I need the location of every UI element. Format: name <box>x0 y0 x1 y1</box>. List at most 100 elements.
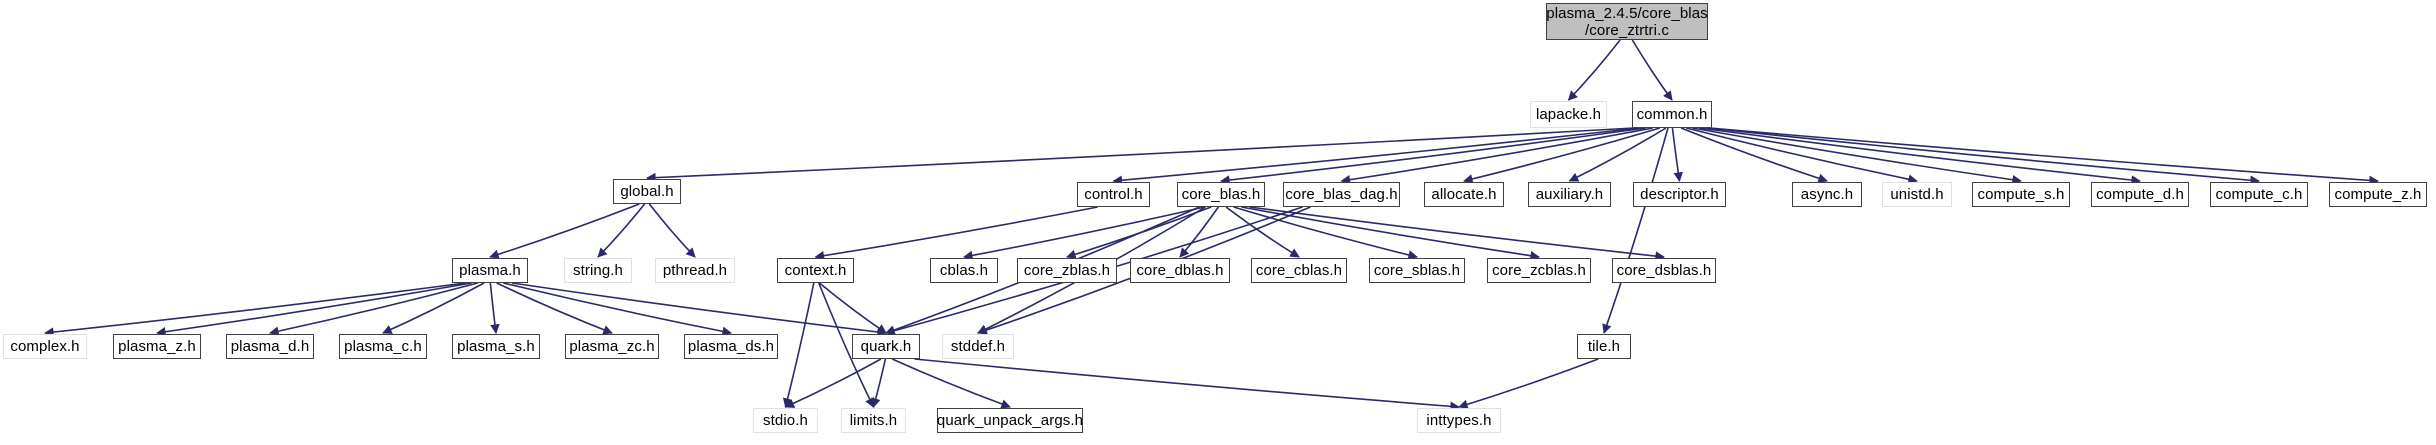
graph-node-plasma_z[interactable]: plasma_z.h <box>113 334 201 359</box>
graph-node-label: plasma_zc.h <box>569 338 655 355</box>
graph-node-label: compute_z.h <box>2334 186 2422 203</box>
graph-node-core_cblas[interactable]: core_cblas.h <box>1251 258 1347 283</box>
graph-node-cblas[interactable]: cblas.h <box>930 258 998 283</box>
graph-node-label: global.h <box>620 183 674 200</box>
graph-edge-common-to-core_blas_dag <box>1340 127 1653 185</box>
graph-node-compute_c[interactable]: compute_c.h <box>2210 182 2308 207</box>
graph-edge-root-to-lapacke <box>1567 39 1621 101</box>
graph-node-core_blas[interactable]: core_blas.h <box>1177 182 1265 207</box>
graph-node-label: stdio.h <box>763 412 808 429</box>
graph-node-label: descriptor.h <box>1640 186 1719 203</box>
graph-node-label: plasma.h <box>459 262 521 279</box>
graph-edge-common-to-auxiliary <box>1568 127 1667 182</box>
graph-node-limits[interactable]: limits.h <box>841 408 906 433</box>
graph-edge-plasma-to-plasma_c <box>382 282 485 334</box>
graph-edge-global-to-pthread <box>648 203 696 258</box>
graph-edge-common-to-tile <box>1602 127 1669 334</box>
graph-edge-plasma-to-plasma_ds <box>503 282 732 337</box>
graph-node-label: plasma_d.h <box>230 338 310 355</box>
graph-node-core_zblas[interactable]: core_zblas.h <box>1017 258 1117 283</box>
graph-node-stdio[interactable]: stdio.h <box>753 408 818 433</box>
graph-node-compute_s[interactable]: compute_s.h <box>1972 182 2070 207</box>
graph-node-label: core_zcblas.h <box>1492 262 1586 279</box>
graph-node-core_dsblas[interactable]: core_dsblas.h <box>1612 258 1716 283</box>
graph-node-label: plasma_2.4.5/core_blas /core_ztrtri.c <box>1546 4 1708 39</box>
graph-edge-common-to-descriptor <box>1671 127 1683 182</box>
graph-edge-common-to-compute_c <box>1706 127 2260 186</box>
graph-node-core_dblas[interactable]: core_dblas.h <box>1130 258 1230 283</box>
graph-node-string[interactable]: string.h <box>564 258 632 283</box>
graph-edge-context-to-limits <box>818 282 875 408</box>
graph-edge-core_blas-to-core_dblas <box>1179 206 1220 258</box>
graph-edge-plasma-to-plasma_d <box>269 282 478 336</box>
graph-node-label: core_dsblas.h <box>1616 262 1712 279</box>
graph-node-plasma_c[interactable]: plasma_c.h <box>339 334 427 359</box>
graph-node-label: plasma_z.h <box>118 338 196 355</box>
graph-node-label: limits.h <box>849 412 898 429</box>
graph-node-plasma_d[interactable]: plasma_d.h <box>226 334 314 359</box>
graph-node-label: async.h <box>1800 186 1854 203</box>
graph-node-core_sblas[interactable]: core_sblas.h <box>1369 258 1465 283</box>
graph-node-quark_unpack_args[interactable]: quark_unpack_args.h <box>937 408 1083 433</box>
graph-node-descriptor[interactable]: descriptor.h <box>1633 182 1726 207</box>
graph-node-label: common.h <box>1636 106 1708 123</box>
graph-node-label: complex.h <box>10 338 80 355</box>
graph-node-quark[interactable]: quark.h <box>852 334 920 359</box>
graph-edge-plasma-to-plasma_zc <box>496 282 613 335</box>
graph-node-label: core_zblas.h <box>1023 262 1111 279</box>
graph-edge-common-to-async <box>1680 127 1828 183</box>
graph-node-compute_d[interactable]: compute_d.h <box>2091 182 2189 207</box>
graph-node-label: compute_c.h <box>2215 186 2303 203</box>
graph-edge-common-to-core_blas <box>1220 127 1646 185</box>
graph-node-auxiliary[interactable]: auxiliary.h <box>1528 182 1611 207</box>
graph-node-allocate[interactable]: allocate.h <box>1424 182 1504 207</box>
graph-edge-global-to-string <box>597 203 646 258</box>
graph-node-global[interactable]: global.h <box>613 179 681 204</box>
graph-node-label: string.h <box>573 262 623 279</box>
graph-node-label: inttypes.h <box>1426 412 1492 429</box>
graph-node-label: plasma_ds.h <box>687 338 775 355</box>
graph-edge-global-to-plasma <box>489 203 640 259</box>
graph-node-control[interactable]: control.h <box>1077 182 1150 207</box>
graph-edge-quark-to-quark_unpack_args <box>891 358 1011 409</box>
graph-node-core_zcblas[interactable]: core_zcblas.h <box>1487 258 1591 283</box>
graph-node-label: compute_d.h <box>2096 186 2184 203</box>
graph-node-lapacke[interactable]: lapacke.h <box>1530 101 1607 128</box>
graph-node-label: plasma_s.h <box>457 338 535 355</box>
graph-node-tile[interactable]: tile.h <box>1577 334 1631 359</box>
graph-edge-common-to-allocate <box>1463 127 1661 184</box>
graph-node-complex[interactable]: complex.h <box>3 334 87 359</box>
graph-node-plasma[interactable]: plasma.h <box>452 258 528 283</box>
graph-edge-common-to-control <box>1112 127 1640 185</box>
graph-node-plasma_zc[interactable]: plasma_zc.h <box>565 334 659 359</box>
graph-node-label: lapacke.h <box>1535 106 1602 123</box>
graph-node-plasma_s[interactable]: plasma_s.h <box>452 334 540 359</box>
graph-edge-quark-to-limits <box>871 358 887 408</box>
graph-node-core_blas_dag[interactable]: core_blas_dag.h <box>1283 182 1400 207</box>
graph-edge-core_blas-to-core_cblas <box>1225 206 1300 258</box>
graph-node-unistd[interactable]: unistd.h <box>1882 182 1952 207</box>
graph-node-label: core_blas.h <box>1181 186 1261 203</box>
graph-edge-context-to-quark <box>818 282 887 334</box>
edge-group <box>44 39 2379 412</box>
graph-node-label: tile.h <box>1587 338 1621 355</box>
graph-node-label: unistd.h <box>1890 186 1944 203</box>
graph-node-context[interactable]: context.h <box>777 258 854 283</box>
graph-node-plasma_ds[interactable]: plasma_ds.h <box>684 334 778 359</box>
graph-node-pthread[interactable]: pthread.h <box>655 258 735 283</box>
graph-edge-plasma-to-complex <box>44 282 466 337</box>
graph-node-root[interactable]: plasma_2.4.5/core_blas /core_ztrtri.c <box>1546 3 1708 40</box>
graph-node-stddef[interactable]: stddef.h <box>942 334 1014 359</box>
graph-node-label: quark.h <box>860 338 912 355</box>
graph-edge-root-to-common <box>1631 39 1673 101</box>
graph-node-compute_z[interactable]: compute_z.h <box>2329 182 2427 207</box>
graph-edge-common-to-unistd <box>1686 127 1918 184</box>
graph-node-label: core_cblas.h <box>1255 262 1343 279</box>
graph-edge-common-to-global <box>646 127 1635 183</box>
graph-node-common[interactable]: common.h <box>1632 101 1712 128</box>
graph-node-inttypes[interactable]: inttypes.h <box>1417 408 1501 433</box>
graph-edge-plasma-to-plasma_z <box>156 282 472 337</box>
graph-node-async[interactable]: async.h <box>1792 182 1862 207</box>
